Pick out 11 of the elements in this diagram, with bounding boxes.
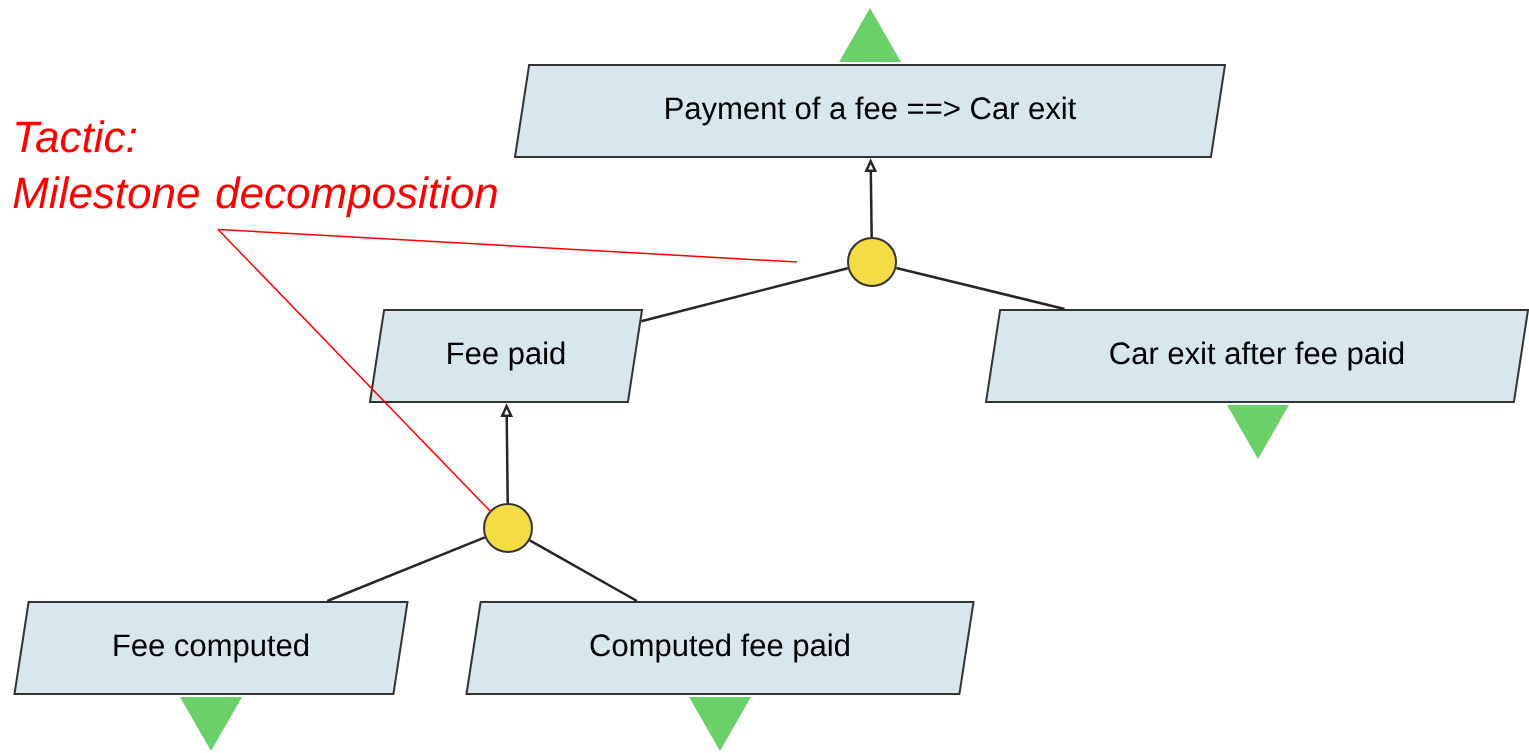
connector-line	[641, 267, 849, 323]
junction-circle	[847, 237, 897, 287]
leader-line	[217, 228, 798, 263]
goal-parallelogram: Fee computed	[13, 601, 409, 695]
connector-line	[326, 536, 486, 603]
leader-line	[217, 228, 492, 513]
connector-line	[529, 539, 638, 603]
connector-line	[896, 266, 1065, 311]
junction-circle	[483, 503, 533, 553]
annotation-text: Tactic: Milestone decomposition	[13, 120, 497, 218]
goal-parallelogram: Computed fee paid	[465, 601, 975, 695]
